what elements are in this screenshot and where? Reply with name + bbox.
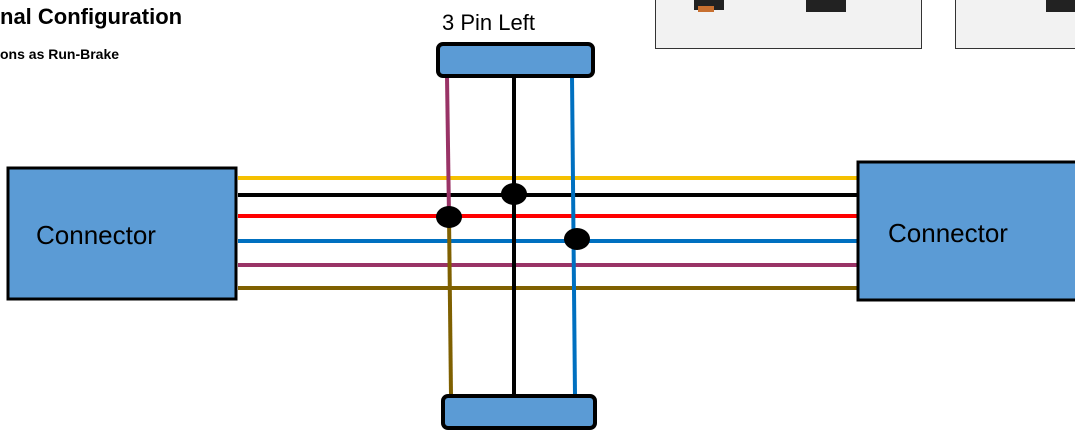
vertical-wire-purple <box>445 75 451 217</box>
vertical-wire-olive <box>447 215 453 397</box>
bottom-pin-box <box>441 394 597 430</box>
right-connector-box <box>856 160 1075 302</box>
top-pin-box <box>436 42 595 78</box>
junction-dot <box>564 228 590 250</box>
right-connector-label: Connector <box>888 218 1008 248</box>
top-pin-box-label: 3 Pin Left <box>442 10 535 35</box>
photo-right <box>955 0 1075 49</box>
diagram-title: nal Configuration <box>0 4 183 29</box>
photo-left-plugs <box>656 0 921 48</box>
left-connector-box <box>6 166 238 301</box>
junction-dot <box>501 183 527 205</box>
photo-right-plug <box>956 0 1075 48</box>
junction-dot <box>436 206 462 228</box>
photo-left <box>655 0 922 49</box>
diagram-subtitle: ons as Run-Brake <box>0 46 120 62</box>
left-connector-label: Connector <box>36 220 156 250</box>
